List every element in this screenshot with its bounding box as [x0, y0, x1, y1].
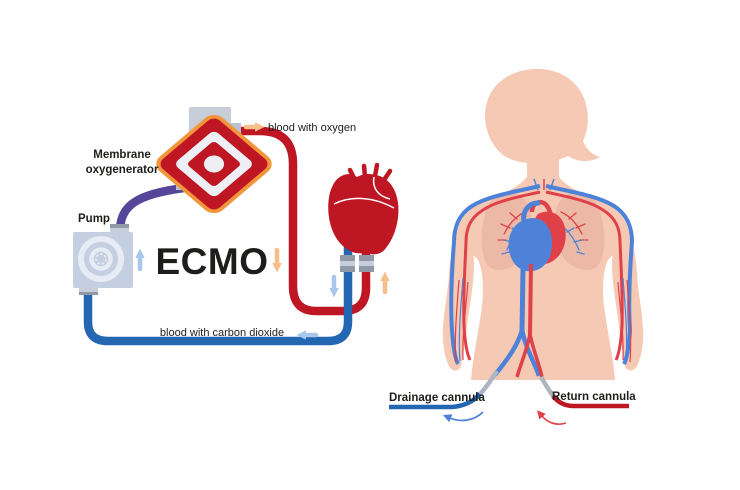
ecmo-circuit: Membrane oxygenerator Pump ECMO blood wi… — [73, 107, 399, 346]
deoxygenated-flow-label: blood with carbon dioxide — [160, 327, 284, 339]
oxygenator-label-line2: oxygenerator — [86, 164, 159, 176]
right-forearm-vessels-red — [617, 279, 632, 363]
oxygenated-flow-label: blood with oxygen — [268, 122, 356, 134]
drainage-cannula-label: Drainage cannula — [389, 392, 485, 404]
red-line-connector-band — [359, 261, 374, 266]
pump-top-connector-band — [110, 228, 129, 232]
pump-bottom-connector-band — [79, 288, 98, 292]
right-iliac-artery — [528, 333, 544, 378]
flow-arrows — [135, 122, 390, 340]
right-iliac-vein — [519, 329, 542, 377]
drainage-cannula-line — [389, 392, 482, 410]
cannula-connectors — [340, 255, 374, 272]
patient-heart-icon — [508, 199, 566, 272]
heart-coronary-lines — [333, 176, 395, 209]
pump-label: Pump — [78, 213, 110, 225]
cannulas — [389, 369, 629, 426]
oxygenator-center-dot — [203, 155, 225, 173]
heart-icon — [328, 162, 399, 255]
membrane-oxygenator-icon — [156, 107, 272, 213]
return-cannula-label: Return cannula — [552, 391, 636, 403]
pulmonary-artery — [521, 200, 541, 223]
heart-body — [328, 173, 399, 255]
left-lung-arteries — [497, 211, 526, 241]
neck-veins — [533, 178, 555, 191]
pump-ring-outer — [78, 236, 124, 282]
right-forearm-vessels-blue — [622, 277, 628, 362]
return-cannula-line — [551, 394, 629, 409]
oxygenator-label-line1: Membrane — [93, 149, 151, 161]
pump-ring-inner — [89, 247, 113, 271]
blue-line-connector-band — [340, 261, 355, 266]
head-silhouette — [485, 68, 600, 164]
drainage-direction-arrow — [442, 411, 484, 423]
red-tube-oxygen — [237, 126, 371, 316]
right-subclavian-artery — [545, 190, 624, 361]
right-lung-veins — [559, 223, 585, 255]
central-vessels — [493, 263, 544, 378]
left-forearm-vessels-red — [454, 279, 469, 363]
patient-figure: Drainage cannula Return cannula — [389, 68, 644, 426]
left-forearm-vessels-blue — [458, 277, 464, 362]
patient-heart-blue — [508, 218, 552, 272]
right-lung-arteries — [560, 211, 589, 241]
right-subclavian-vein — [545, 184, 635, 365]
ecmo-title: ECMO — [156, 241, 269, 282]
left-subclavian-vein — [449, 184, 541, 365]
inferior-vena-cava — [519, 267, 526, 333]
return-direction-arrow — [537, 410, 567, 426]
purple-tube — [115, 183, 185, 232]
pump-rotor-arrow — [95, 253, 107, 265]
blue-tube-carbon-dioxide — [83, 200, 353, 346]
left-arm-silhouette — [442, 232, 474, 371]
left-subclavian-artery — [462, 190, 541, 361]
return-cannula-gray-segment — [539, 375, 555, 398]
systemic-vessels — [449, 178, 635, 365]
drainage-cannula-gray-segment — [478, 369, 499, 396]
descending-aorta — [528, 263, 533, 335]
pump-icon — [73, 224, 133, 295]
